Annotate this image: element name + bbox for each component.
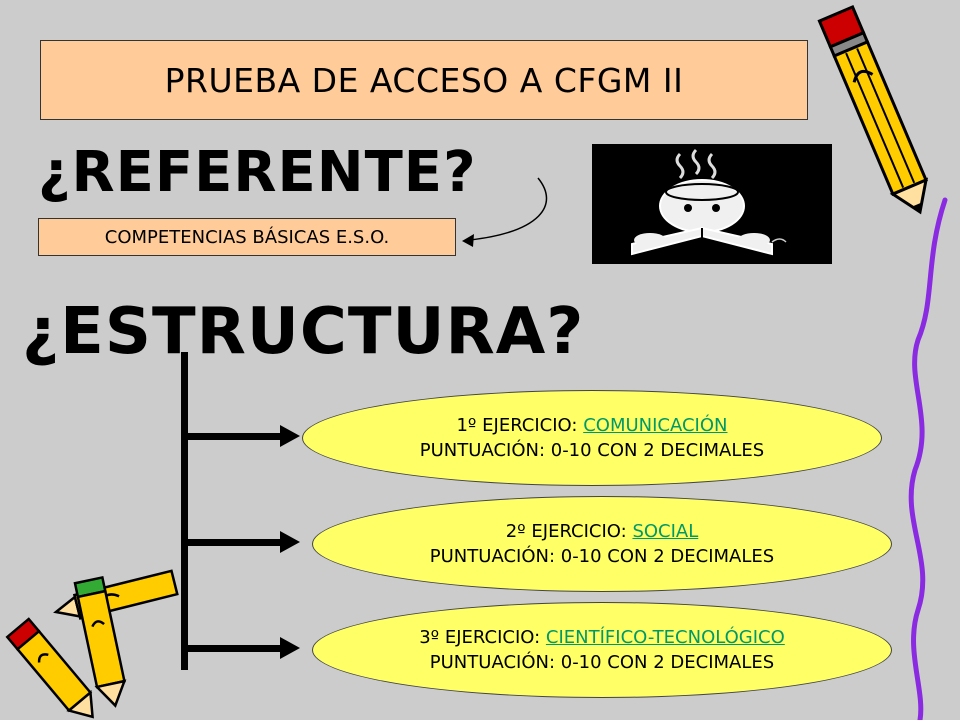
branch-3-line <box>181 645 281 652</box>
estructura-heading: ¿ESTRUCTURA? <box>22 295 585 369</box>
ejercicio-1-subject-link[interactable]: COMUNICACIÓN <box>583 415 728 436</box>
branch-1-arrow-icon <box>280 425 300 447</box>
branch-1-line <box>181 433 281 440</box>
title-box: PRUEBA DE ACCESO A CFGM II <box>40 40 808 120</box>
ejercicio-2-subject-link[interactable]: SOCIAL <box>632 521 699 542</box>
ejercicio-1-title: 1º EJERCICIO: COMUNICACIÓN <box>456 415 728 436</box>
reading-figure-clipart <box>592 144 832 264</box>
referente-heading: ¿REFERENTE? <box>38 140 477 205</box>
page-title: PRUEBA DE ACCESO A CFGM II <box>164 60 684 100</box>
competencias-label: COMPETENCIAS BÁSICAS E.S.O. <box>104 226 390 248</box>
ejercicio-2-title: 2º EJERCICIO: SOCIAL <box>505 521 699 542</box>
ejercicio-1-ellipse: 1º EJERCICIO: COMUNICACIÓN PUNTUACIÓN: 0… <box>302 390 882 486</box>
ejercicio-2-ellipse: 2º EJERCICIO: SOCIAL PUNTUACIÓN: 0-10 CO… <box>312 496 892 592</box>
branch-3-arrow-icon <box>280 637 300 659</box>
competencias-box: COMPETENCIAS BÁSICAS E.S.O. <box>38 218 456 256</box>
ejercicio-3-subject-link[interactable]: CIENTÍFICO-TECNOLÓGICO <box>545 627 785 648</box>
structure-vertical-bar <box>181 352 188 670</box>
ejercicio-3-ellipse: 3º EJERCICIO: CIENTÍFICO-TECNOLÓGICO PUN… <box>312 602 892 698</box>
branch-2-arrow-icon <box>280 531 300 553</box>
ejercicio-2-score: PUNTUACIÓN: 0-10 CON 2 DECIMALES <box>429 546 775 567</box>
ejercicio-3-title: 3º EJERCICIO: CIENTÍFICO-TECNOLÓGICO <box>419 627 785 648</box>
branch-2-line <box>181 539 281 546</box>
ejercicio-1-score: PUNTUACIÓN: 0-10 CON 2 DECIMALES <box>419 440 765 461</box>
ejercicio-3-score: PUNTUACIÓN: 0-10 CON 2 DECIMALES <box>429 652 775 673</box>
